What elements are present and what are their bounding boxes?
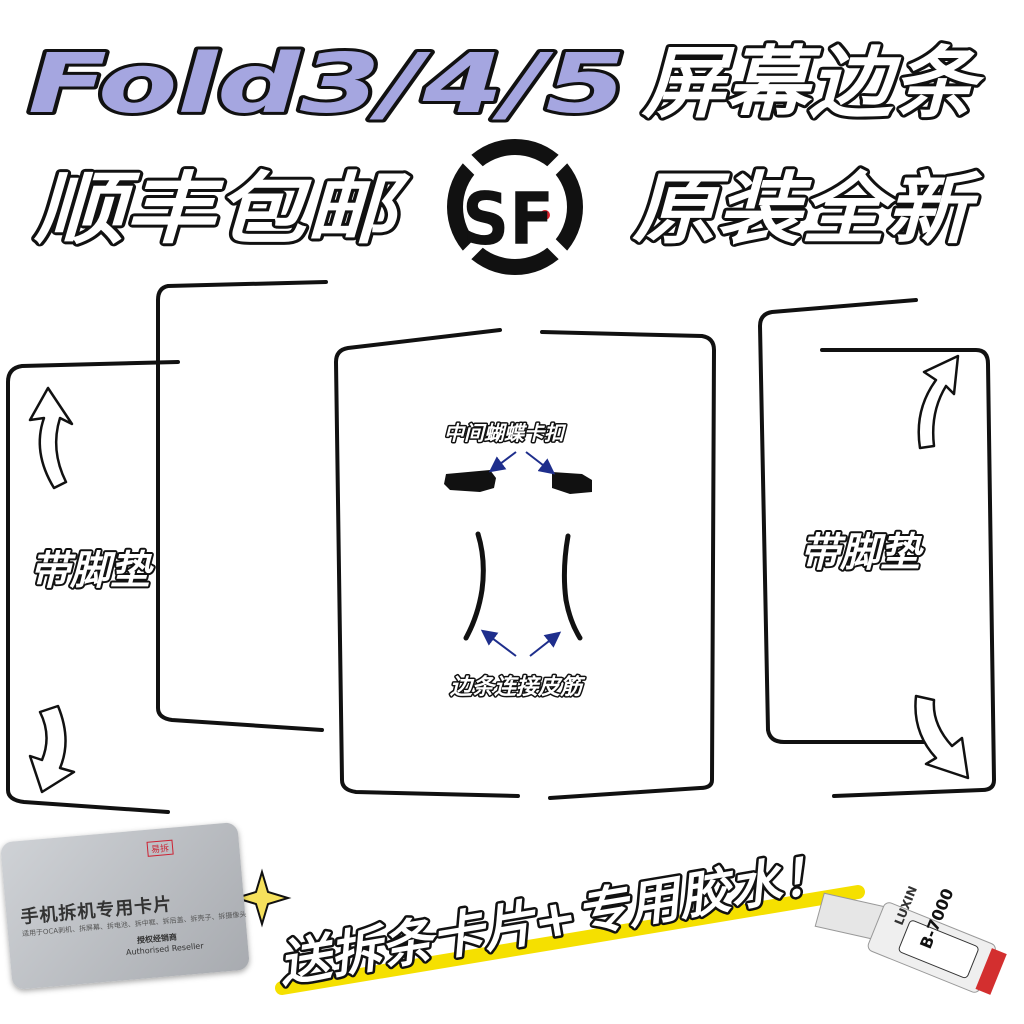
center-right-strip (540, 330, 716, 800)
right-outer-strip (758, 298, 936, 744)
butterfly-clip-label: 中间蝴蝶卡扣 (444, 421, 567, 445)
pry-card: 易拆 手机拆机专用卡片 适用于OCA剥机、拆屏幕、拆电池、拆中框、拆后盖、拆壳子… (0, 821, 250, 991)
glue-brand: LUXIN (892, 884, 920, 927)
butterfly-clip-right (552, 472, 592, 494)
foot-pad-label-left: 带脚垫 (30, 548, 154, 594)
curve-arrow-icon (28, 386, 74, 490)
butterfly-clip-left (444, 470, 496, 492)
shipping-title: 顺丰包邮 (33, 165, 411, 255)
right-inner-strip (820, 348, 996, 798)
condition-title: 原装全新 (632, 165, 983, 255)
left-inner-strip (156, 280, 328, 732)
connector-rubber-left (463, 531, 486, 641)
model-title: Fold3/4/5 (28, 37, 626, 132)
card-tag: 易拆 (146, 839, 174, 857)
glue-tube (814, 892, 1007, 995)
sparkle-icon (232, 868, 292, 928)
sf-logo (440, 132, 590, 282)
pointer-arrow-icon (529, 631, 562, 657)
product-title: 屏幕边条 (641, 39, 986, 129)
center-left-strip (334, 328, 520, 798)
yellow-underline (275, 885, 865, 995)
logo-text: SF (462, 177, 554, 261)
curve-arrow-icon (914, 694, 970, 780)
logo-dot (540, 210, 550, 220)
pointer-arrow-icon (525, 451, 556, 475)
connector-rubber-label: 边条连接皮筋 (449, 674, 586, 700)
bonus-text: 送拆条卡片+专用胶水！ (274, 844, 836, 994)
curve-arrow-icon (917, 354, 960, 450)
glue-label: B-7000 (916, 886, 957, 952)
connector-rubber-right (561, 533, 583, 641)
foot-pad-label-right: 带脚垫 (800, 530, 924, 576)
pointer-arrow-icon (480, 629, 517, 657)
curve-arrow-icon (28, 704, 76, 794)
pointer-arrow-icon (488, 451, 517, 473)
left-outer-strip (6, 360, 180, 814)
